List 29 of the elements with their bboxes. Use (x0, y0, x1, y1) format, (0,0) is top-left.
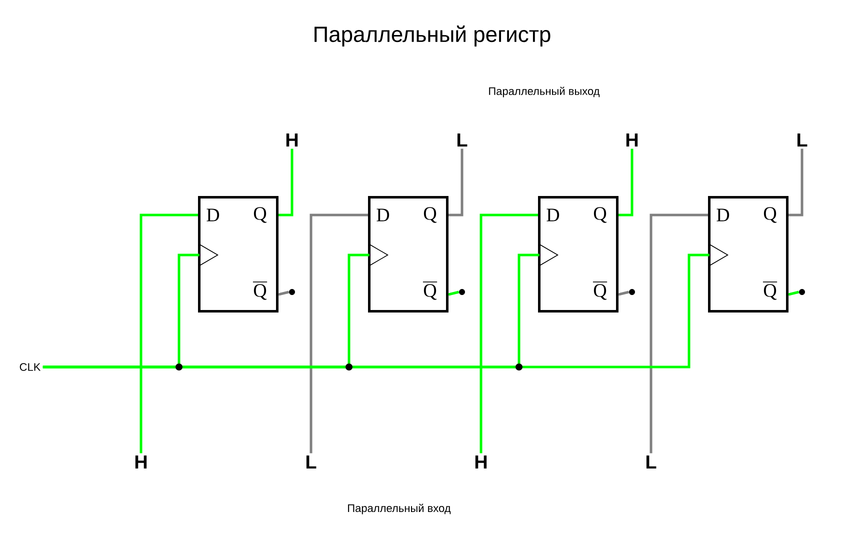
wire (788, 148, 804, 216)
logic-level-label: L (306, 455, 316, 469)
wire (140, 214, 198, 454)
logic-level-label: L (797, 133, 808, 147)
wire (448, 290, 460, 296)
logic-level-label: H (286, 133, 298, 147)
logic-level-label: H (626, 133, 638, 147)
logic-level-label: H (475, 455, 487, 469)
logic-level-label: L (646, 455, 656, 469)
wire (278, 148, 294, 216)
logic-level-label: H (135, 455, 147, 469)
flip-flop-box: D Q Q (198, 196, 278, 312)
logic-level-label: L (457, 133, 468, 147)
wire (480, 214, 538, 454)
signal-label: CLK (20, 363, 41, 371)
wire (310, 214, 368, 454)
title: Параллельный регистр (314, 26, 550, 46)
bus-label: Параллельный вход (348, 504, 451, 514)
wire (42, 244, 728, 368)
bus-label: Параллельный выход (489, 86, 600, 98)
wire (448, 148, 464, 216)
wire (618, 290, 630, 296)
wire (650, 214, 708, 454)
wire (788, 290, 800, 296)
flip-flop-box: D Q Q (708, 196, 788, 312)
wire (618, 148, 634, 216)
wire (278, 290, 290, 296)
flip-flop-box: D Q Q (368, 196, 448, 312)
flip-flop-box: D Q Q (538, 196, 618, 312)
